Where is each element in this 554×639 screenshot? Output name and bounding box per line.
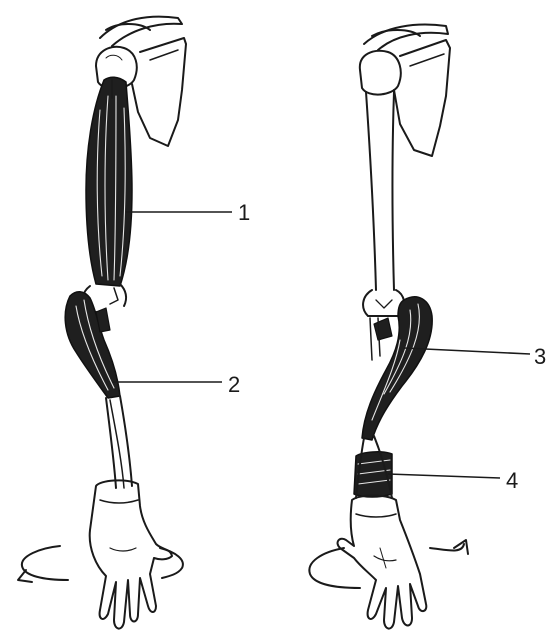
leader-line: [388, 474, 500, 478]
right-humerus-bone: [363, 92, 404, 316]
left-hand: [90, 480, 172, 628]
left-arm-illustration: [18, 17, 186, 629]
callout-label: 1: [238, 200, 250, 225]
curved-rotation-arrow-icon: [309, 540, 468, 588]
right-forearm-muscle: [362, 297, 432, 440]
right-arm-illustration: [309, 25, 468, 629]
left-biceps-muscle: [86, 77, 132, 286]
callout-2: 2: [112, 372, 240, 397]
callout-4: 4: [388, 468, 518, 493]
left-supinator-muscle: [65, 292, 120, 398]
callout-label: 2: [228, 372, 240, 397]
right-shoulder-girdle: [360, 25, 450, 156]
callout-1: 1: [126, 200, 250, 225]
callout-label: 4: [506, 468, 518, 493]
curved-rotation-arrow-icon: [18, 546, 183, 582]
right-hand: [338, 496, 427, 629]
callout-label: 3: [534, 344, 546, 369]
left-forearm-bones: [106, 396, 132, 488]
